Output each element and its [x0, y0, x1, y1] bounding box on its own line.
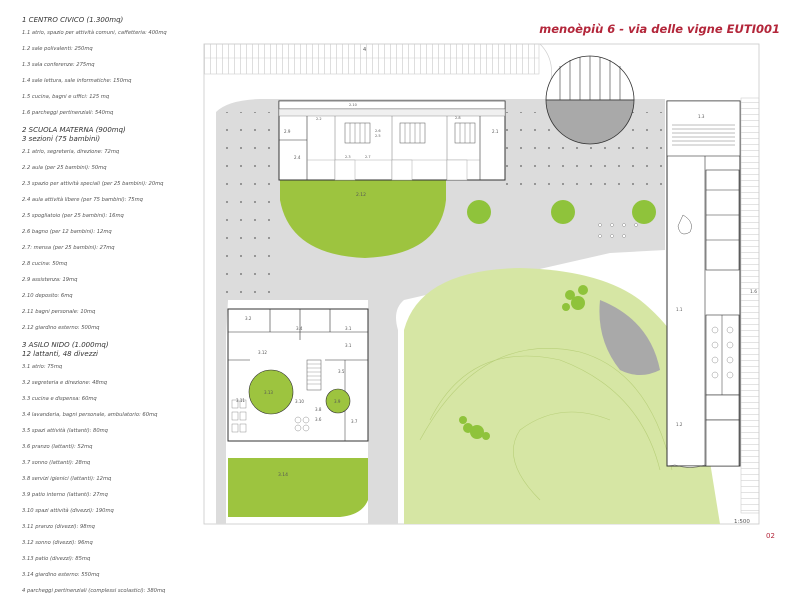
- scale-label: 1:500: [734, 519, 750, 525]
- civic-center-building: [666, 100, 741, 468]
- label-3-1: 3.1: [345, 326, 352, 331]
- parking-right: [740, 97, 760, 514]
- legend-item: 3.3 cucina e dispensa: 60mq: [22, 396, 97, 402]
- label-2-4: 2.4: [294, 155, 301, 160]
- legend-item: 3.13 patio (divezzi): 85mq: [22, 556, 91, 562]
- legend-item: 1.4 sale lettura, sale informatiche: 150…: [22, 78, 132, 84]
- label-1-3: 1.3: [698, 114, 705, 119]
- label-3-7: 3.7: [351, 419, 358, 424]
- legend-item: 2.6 bagno (per 12 bambini): 12mq: [22, 229, 112, 235]
- legend-section-civic-center: 1 CENTRO CIVICO (1.300mq) 1.1 atrio, spa…: [22, 16, 212, 116]
- label-2-2: 2.2: [316, 117, 322, 121]
- label-2-10: 2.10: [349, 103, 357, 107]
- legend-heading: 2 SCUOLA MATERNA (900mq): [22, 126, 126, 134]
- label-2-7: 2.7: [365, 155, 371, 159]
- legend-item: 2.1 atrio, segreteria, direzione: 72mq: [22, 149, 120, 155]
- kindergarten-building: [278, 100, 506, 181]
- legend-heading: 1 CENTRO CIVICO (1.300mq): [22, 16, 124, 24]
- label-3-14: 3.14: [278, 472, 288, 478]
- legend-item: 3.9 patio interno (lattanti): 27mq: [22, 492, 108, 498]
- label-3-11: 3.11: [236, 398, 245, 403]
- legend-item: 2.7: mensa (per 25 bambini): 27mq: [22, 245, 115, 251]
- patio-divezzi: [248, 369, 294, 415]
- legend-subheading: 3 sezioni (75 bambini): [22, 135, 101, 143]
- legend-item: 3.7 sonno (lattanti): 28mq: [22, 460, 91, 466]
- legend-item: 2.9 assistenza: 19mq: [22, 277, 78, 283]
- legend-item: 3.12 sonno (divezzi): 96mq: [22, 540, 93, 546]
- label-2-8: 2.8: [455, 116, 461, 120]
- park-trees: [459, 285, 588, 440]
- label-1-1: 1.1: [676, 307, 683, 312]
- legend-section-kindergarten: 2 SCUOLA MATERNA (900mq) 3 sezioni (75 b…: [22, 126, 212, 331]
- legend-item: 2.10 deposito: 6mq: [22, 293, 73, 299]
- legend-item: 1.2 sale polivalenti: 250mq: [22, 46, 93, 52]
- legend-item: 2.3 spazio per attività speciali (per 25…: [22, 181, 164, 187]
- legend-item: 2.2 aula (per 25 bambini): 50mq: [22, 165, 107, 171]
- label-2-6: 2.6: [375, 129, 381, 133]
- label-3-4: 3.4: [296, 326, 303, 331]
- label-3-12: 3.12: [258, 350, 267, 355]
- plaza-trees: [467, 200, 656, 224]
- legend-item: 3.10 spazi attività (divezzi): 190mq: [22, 508, 114, 514]
- label-2-3: 2.3: [345, 155, 351, 159]
- label-2-12: 2.12: [356, 192, 366, 198]
- legend-item: 3.1 atrio: 75mq: [22, 364, 63, 370]
- legend-item: 1.5 cucina, bagni e uffici: 125 mq: [22, 94, 110, 100]
- label-2-9: 2.9: [284, 129, 291, 134]
- legend-item: 3.6 pranzo (lattanti): 52mq: [22, 444, 93, 450]
- label-2-5: 2.5: [375, 134, 381, 138]
- legend-item: 2.11 bagni personale: 10mq: [22, 309, 96, 315]
- legend-item: 2.4 aula attività libere (per 75 bambini…: [22, 197, 143, 203]
- label-3-6: 3.6: [315, 417, 322, 422]
- label-1-2: 1.2: [676, 422, 683, 427]
- legend-heading: 3 ASILO NIDO (1.000mq): [22, 341, 109, 349]
- legend-item: 2.12 giardino esterno: 500mq: [22, 325, 100, 331]
- label-3-5: 3.5: [338, 369, 345, 374]
- legend-item: 3.5 spazi attività (lattanti): 80mq: [22, 428, 108, 434]
- legend-item: 3.14 giardino esterno: 550mq: [22, 572, 100, 578]
- legend-item: 1.3 sala conferenze: 275mq: [22, 62, 95, 68]
- legend-item: 3.11 pranzo (divezzi): 98mq: [22, 524, 95, 530]
- label-3-2: 3.2: [245, 316, 252, 321]
- conference-hall: [545, 55, 635, 145]
- legend-subheading: 12 lattanti, 48 divezzi: [22, 350, 98, 358]
- label-3-1b: 3.1: [345, 343, 352, 348]
- legend-item: 1.1 atrio, spazio per attività comuni, c…: [22, 30, 167, 36]
- label-1-6: 1.6: [750, 289, 757, 295]
- parking-top: [203, 43, 540, 75]
- label-3-8: 3.8: [315, 407, 322, 412]
- grey-oval: [599, 300, 660, 375]
- legend-item: 2.8 cucina: 50mq: [22, 261, 68, 267]
- nursery-garden: [228, 458, 368, 517]
- label-3-10: 3.10: [295, 399, 304, 404]
- legend-item: 2.5 spogliatoio (per 25 bambini): 16mq: [22, 213, 124, 219]
- label-4: 4: [363, 47, 366, 53]
- kindergarten-garden: [280, 180, 446, 258]
- label-3-13: 3.13: [264, 390, 273, 395]
- legend-item: 3.8 servizi igienici (lattanti): 12mq: [22, 476, 112, 482]
- site-plan: 4 1.6 2.12: [203, 43, 760, 525]
- legend-item: 3.2 segreteria e direzione: 48mq: [22, 380, 108, 386]
- page-title: menoèpiù 6 - via delle vigne EUTI001: [539, 22, 780, 36]
- patio-lattanti: [325, 388, 351, 414]
- legend-item: 3.4 lavanderia, bagni personale, ambulat…: [22, 412, 158, 418]
- page-number: 02: [766, 532, 775, 540]
- label-2-1: 2.1: [492, 129, 499, 134]
- nursery-building: [227, 308, 369, 442]
- legend-footnote: 4 parcheggi pertinenziali (complessi sco…: [22, 588, 166, 594]
- label-3-9: 3.9: [334, 399, 341, 404]
- legend-item: 1.6 parcheggi pertinenziali: 540mq: [22, 110, 114, 116]
